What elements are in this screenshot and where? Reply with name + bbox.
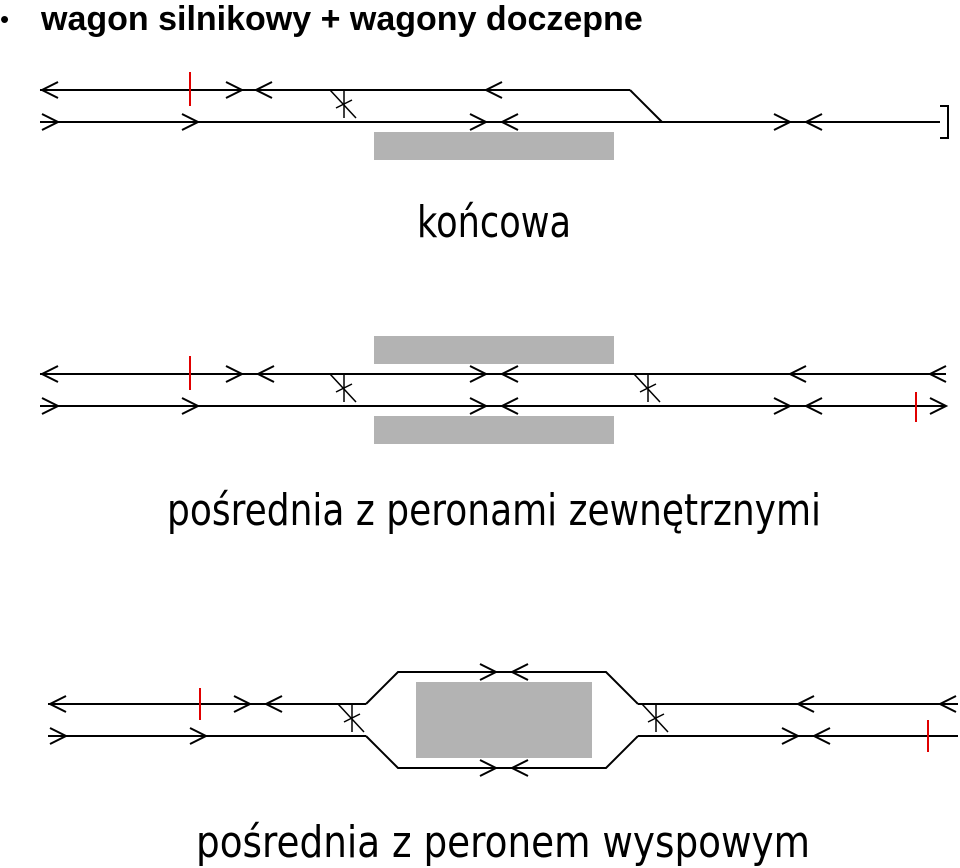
arrow-right-icon [49, 727, 69, 745]
platform [374, 416, 614, 444]
arrow-left-icon [483, 81, 503, 99]
arrow-right-icon [469, 365, 489, 383]
arrow-left-icon [803, 397, 823, 415]
arrow-left-icon [509, 663, 529, 681]
arrow-right-icon [479, 759, 499, 777]
arrow-left-icon [499, 365, 519, 383]
arrow-left-icon [803, 113, 823, 131]
diagram-label-terminal: końcowa [417, 197, 571, 248]
arrow-right-icon [41, 113, 61, 131]
arrow-left-icon [255, 365, 275, 383]
arrow-left-icon [795, 695, 815, 713]
buffer-stop-icon [940, 105, 949, 139]
arrow-right-icon [189, 727, 209, 745]
platform [374, 132, 614, 160]
turnout-diverging-line [629, 89, 663, 123]
arrow-left-icon [263, 695, 283, 713]
arrow-right-icon [781, 727, 801, 745]
arrow-left-icon [499, 397, 519, 415]
bullet-icon: • [0, 4, 10, 34]
arrow-right-icon [469, 397, 489, 415]
arrow-right-icon [181, 397, 201, 415]
arrow-right-icon [929, 397, 949, 415]
arrow-left-icon [39, 365, 59, 383]
arrow-right-icon [479, 663, 499, 681]
crossover-icon [329, 89, 357, 119]
arrow-left-icon [253, 81, 273, 99]
arrow-left-icon [937, 695, 957, 713]
arrow-right-icon [225, 365, 245, 383]
terminal-station-diagram [39, 81, 949, 139]
arrow-right-icon [41, 397, 61, 415]
arrow-right-icon [469, 113, 489, 131]
platform [374, 336, 614, 364]
crossover-icon [329, 373, 357, 403]
island-platform-station-diagram [47, 663, 958, 777]
arrow-right-icon [225, 81, 245, 99]
arrow-right-icon [181, 113, 201, 131]
diagram-label-side-platforms: pośrednia z peronami zewnętrznymi [167, 485, 821, 536]
arrow-left-icon [47, 695, 67, 713]
track-loop-line [365, 735, 639, 769]
arrow-left-icon [927, 365, 947, 383]
arrow-left-icon [39, 81, 59, 99]
arrow-left-icon [787, 365, 807, 383]
arrow-left-icon [811, 727, 831, 745]
side-platforms-station-diagram [39, 365, 949, 415]
arrow-left-icon [499, 113, 519, 131]
crossover-icon [641, 703, 669, 733]
crossover-icon [337, 703, 365, 733]
arrow-right-icon [773, 113, 793, 131]
crossover-icon [633, 373, 661, 403]
arrow-right-icon [233, 695, 253, 713]
island-platform [416, 682, 592, 758]
arrow-left-icon [509, 759, 529, 777]
arrow-right-icon [773, 397, 793, 415]
slide-title: wagon silnikowy + wagony doczepne [41, 0, 643, 38]
track-loop-line [365, 671, 639, 705]
diagram-label-island-platform: pośrednia z peronem wyspowym [196, 817, 810, 868]
